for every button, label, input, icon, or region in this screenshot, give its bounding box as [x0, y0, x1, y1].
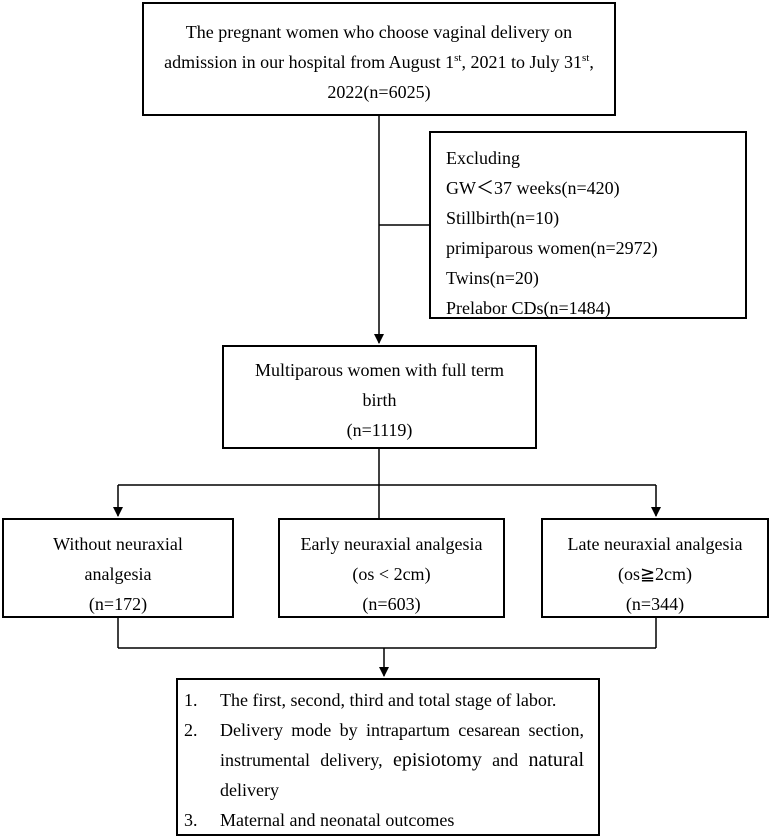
- group-count: (n=172): [88, 594, 148, 614]
- group-label: Late neuraxial analgesia: [567, 534, 743, 554]
- multiparous-box: Multiparous women with full term birth (…: [222, 345, 537, 449]
- enrollment-box: The pregnant women who choose vaginal de…: [142, 2, 616, 116]
- group-criterion: (os≧2cm): [617, 564, 693, 584]
- exclusion-title: Excluding: [446, 148, 520, 168]
- exclusion-item: primiparous women(n=2972): [446, 238, 658, 258]
- outcomes-box: 1. The first, second, third and total st…: [176, 678, 600, 836]
- multiparous-line: birth: [362, 390, 397, 410]
- exclusion-box: Excluding GW＜37 weeks(n=420) Stillbirth(…: [429, 131, 747, 319]
- exclusion-item: Twins(n=20): [446, 268, 539, 288]
- group-label: analgesia: [84, 564, 152, 584]
- group-criterion: (os < 2cm): [352, 564, 431, 584]
- group-early-analgesia-box: Early neuraxial analgesia (os < 2cm) (n=…: [278, 518, 505, 618]
- group-count: (n=344): [625, 594, 685, 614]
- exclusion-item: Prelabor CDs(n=1484): [446, 298, 611, 318]
- exclusion-item: GW＜37 weeks(n=420): [446, 178, 620, 198]
- outcome-item: 2. Delivery mode by intrapartum cesarean…: [184, 720, 584, 800]
- multiparous-count: (n=1119): [346, 420, 413, 440]
- outcome-item: 3. Maternal and neonatal outcomes: [184, 810, 455, 830]
- group-count: (n=603): [362, 594, 421, 614]
- outcome-item: 1. The first, second, third and total st…: [184, 690, 557, 710]
- group-label: Without neuraxial: [53, 534, 183, 554]
- group-late-analgesia-box: Late neuraxial analgesia (os≧2cm) (n=344…: [541, 518, 769, 618]
- group-without-analgesia-box: Without neuraxial analgesia (n=172): [2, 518, 234, 618]
- enrollment-text: The pregnant women who choose vaginal de…: [164, 22, 594, 102]
- multiparous-line: Multiparous women with full term: [255, 360, 504, 380]
- group-label: Early neuraxial analgesia: [300, 534, 483, 554]
- exclusion-item: Stillbirth(n=10): [446, 208, 560, 228]
